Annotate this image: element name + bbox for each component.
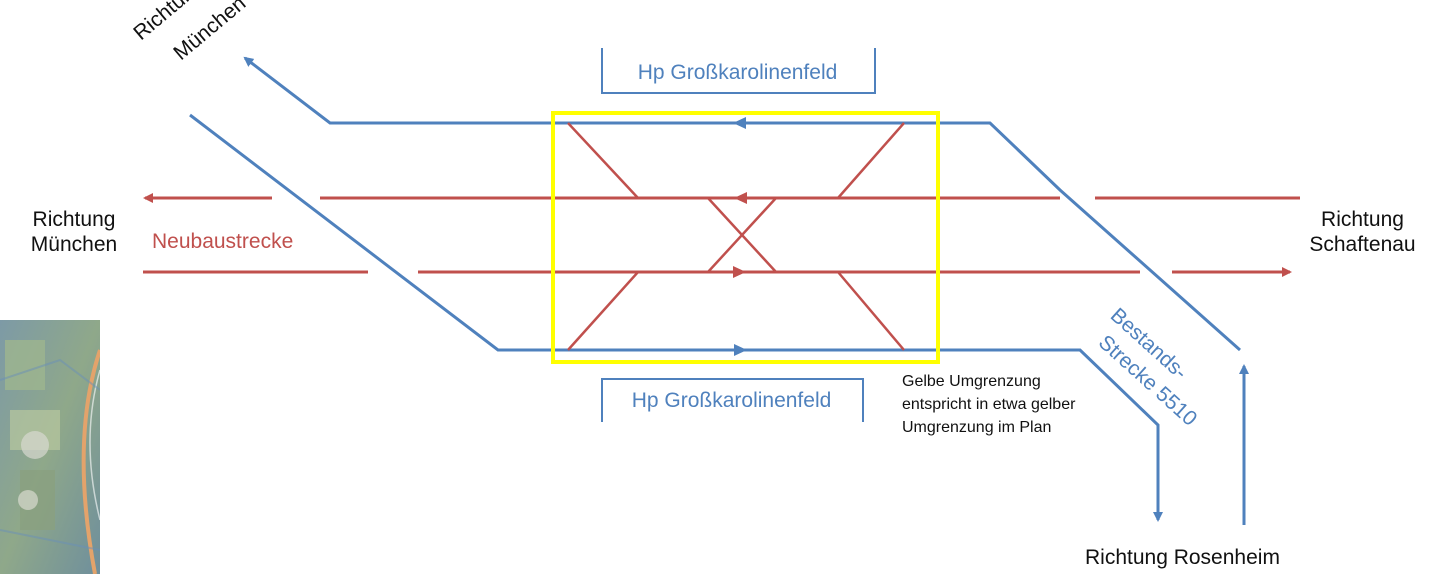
red-lower-direction-arrow: [733, 266, 746, 278]
red-upper-direction-arrow: [734, 192, 747, 204]
direction-bottom: Richtung Rosenheim: [1085, 546, 1280, 569]
boundary-note: Gelbe Umgrenzung entspricht in etwa gelb…: [902, 373, 1076, 436]
direction-left-line1: Richtung: [32, 208, 116, 231]
aerial-map-thumbnail: [0, 320, 100, 574]
stop-label-top: Hp Großkarolinenfeld: [637, 61, 838, 84]
new-line-label: Neubaustrecke: [152, 230, 294, 253]
existing-line-upper-track: [243, 56, 1241, 352]
direction-left: Richtung München: [18, 207, 130, 257]
lower-track-direction-arrow: [734, 344, 747, 356]
direction-right-line2: Schaftenau: [1309, 233, 1416, 256]
existing-line-lower-track: [189, 113, 1163, 522]
crossovers: [567, 122, 905, 351]
direction-right-line1: Richtung: [1321, 208, 1404, 231]
platform-top-bracket: [601, 48, 876, 94]
platform-bottom-bracket: [601, 378, 864, 422]
direction-left-line2: München: [30, 233, 118, 256]
yellow-boundary: [551, 111, 940, 364]
direction-right: Richtung Schaftenau: [1300, 207, 1425, 257]
stop-label-bottom: Hp Großkarolinenfeld: [631, 389, 832, 412]
upper-track-direction-arrow: [733, 117, 746, 129]
